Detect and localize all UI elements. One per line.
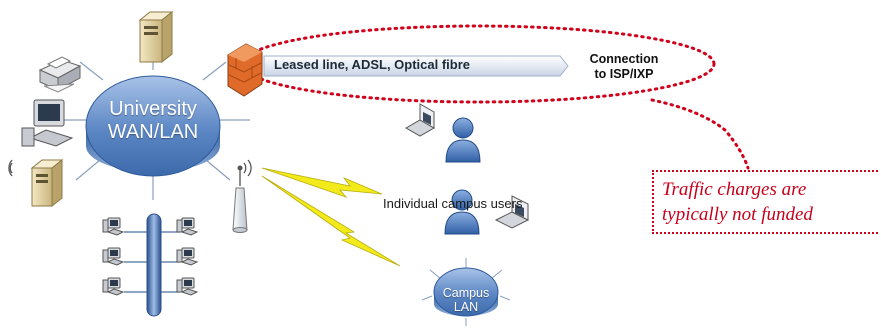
wireless-antenna-icon [8, 159, 252, 233]
desktop-pc-group [102, 217, 199, 296]
note-connector [650, 98, 750, 170]
server-icon [138, 10, 174, 64]
funding-note-line2: typically not funded [662, 204, 813, 225]
firewall-icon [227, 43, 263, 97]
desktop-pc-icon [176, 277, 199, 296]
funding-note-box: Traffic charges are typically not funded [652, 170, 878, 234]
user-icon [445, 117, 481, 163]
desktop-pc-icon [102, 277, 125, 296]
laptop-icon [494, 195, 530, 229]
user-icon [444, 189, 480, 235]
campus-users-label: Individual campus users [383, 196, 523, 211]
link-band [263, 55, 569, 77]
connection-label-line2: to ISP/IXP [594, 67, 654, 81]
funding-note-line1: Traffic charges are [662, 179, 807, 200]
backbone-bus-icon [124, 213, 180, 317]
hub-label-line1: University [109, 98, 197, 120]
hub-label: University WAN/LAN [93, 98, 213, 144]
server-icon [30, 158, 64, 208]
workstation-icon [21, 99, 74, 147]
campus-lan-line2: LAN [453, 300, 479, 314]
hub-label-line2: WAN/LAN [107, 121, 199, 143]
desktop-pc-icon [176, 217, 199, 236]
campus-lan-label: Campus LAN [436, 286, 496, 314]
printer-icon [38, 56, 82, 93]
hub-spokes [58, 40, 250, 200]
funding-note-text: Traffic charges are typically not funded [662, 177, 813, 227]
link-type-label: Leased line, ADSL, Optical fibre [274, 57, 471, 72]
connection-label: Connection to ISP/IXP [568, 52, 680, 82]
connection-label-line1: Connection [589, 52, 659, 66]
campus-lan-hub [421, 258, 511, 326]
desktop-pc-icon [176, 247, 199, 266]
university-hub [85, 75, 221, 177]
lightning-link-icon [261, 167, 401, 267]
desktop-pc-icon [102, 217, 125, 236]
desktop-pc-icon [102, 247, 125, 266]
laptop-icon [404, 103, 436, 137]
campus-lan-line1: Campus [442, 286, 490, 300]
